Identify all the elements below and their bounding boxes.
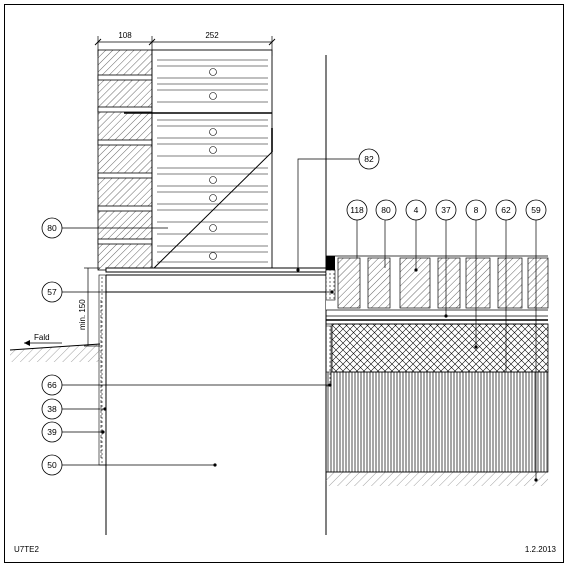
svg-text:62: 62 [501,205,511,215]
ground-left [9,343,101,362]
svg-text:80: 80 [47,223,57,233]
svg-text:57: 57 [47,287,57,297]
callout-bubble: 4 [405,199,427,221]
callout-bubble: 38 [41,398,63,420]
svg-text:80: 80 [381,205,391,215]
svg-text:50: 50 [47,460,57,470]
svg-text:38: 38 [47,404,57,414]
callout-bubble: 118 [346,199,368,221]
drawing-frame [4,4,564,563]
min-height-dimension: min. 150 [78,267,100,347]
callout-bubble: 50 [41,454,63,476]
svg-text:118: 118 [350,205,364,215]
callout-bubble: 82 [358,148,380,170]
brick-wall [97,49,153,271]
callout-bubble: 57 [41,281,63,303]
svg-text:4: 4 [414,205,419,215]
svg-text:59: 59 [531,205,541,215]
dimension-brick: 108 [118,31,132,40]
callout-bubble: 59 [525,199,547,221]
slope-label: Fald [34,333,50,342]
callout-bubble: 66 [41,374,63,396]
drawing-date: 1.2.2013 [525,545,557,554]
callout-bubble: 80 [375,199,397,221]
callout-bubble: 80 [41,217,63,239]
floor-construction [325,255,549,486]
min-height-label: min. 150 [78,299,87,330]
callout-bubble: 37 [435,199,457,221]
callout-bubble: 62 [495,199,517,221]
callout-bubble: 8 [465,199,487,221]
drawing-code: U7TE2 [14,545,39,554]
svg-text:39: 39 [47,427,57,437]
leader-dots [101,268,538,482]
wall-insulation [124,49,273,271]
dimension-insulation: 252 [205,31,219,40]
leader-lines [62,158,537,480]
svg-text:66: 66 [47,380,57,390]
svg-text:82: 82 [364,154,374,164]
callout-bubble: 39 [41,421,63,443]
svg-text:37: 37 [441,205,451,215]
svg-text:8: 8 [474,205,479,215]
damp-proof-course [105,267,327,276]
foundation [98,274,326,535]
slope-indicator: Fald [24,333,62,346]
